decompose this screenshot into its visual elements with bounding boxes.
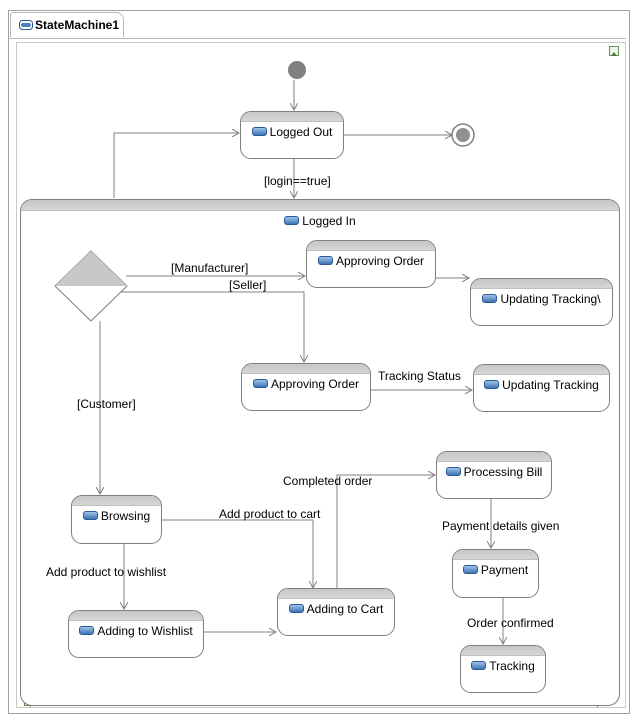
state-label: Updating Tracking <box>474 378 609 392</box>
state-label: Browsing <box>72 509 161 523</box>
composite-header <box>21 200 619 211</box>
state-icon <box>462 565 478 575</box>
tab-title: StateMachine1 <box>35 18 120 32</box>
state-label: Payment <box>453 563 538 577</box>
state-processing-bill[interactable]: Processing Bill <box>436 451 552 499</box>
state-adding-to-cart[interactable]: Adding to Cart <box>277 588 395 636</box>
composite-label: Logged In <box>21 214 619 228</box>
state-tracking[interactable]: Tracking <box>460 645 546 693</box>
state-icon <box>79 626 95 636</box>
state-icon <box>484 380 500 390</box>
diagram-canvas[interactable] <box>16 42 626 708</box>
scroll-up-button[interactable] <box>609 46 619 56</box>
transition-label-customer: [Customer] <box>77 397 136 411</box>
state-icon <box>252 379 268 389</box>
tab-divider <box>8 38 626 39</box>
state-label: Updating Tracking\ <box>471 292 612 306</box>
transition-label-seller: [Seller] <box>229 278 267 292</box>
state-icon <box>251 127 267 137</box>
chevron-up-icon <box>611 52 617 56</box>
transition-label-completed-order: Completed order <box>283 474 373 488</box>
state-approving-order-manufacturer[interactable]: Approving Order <box>306 240 436 288</box>
state-logged-out[interactable]: Logged Out <box>240 111 344 159</box>
transition-label-manufacturer: [Manufacturer] <box>171 261 249 275</box>
state-icon <box>317 256 333 266</box>
transition-label-order-confirmed: Order confirmed <box>467 616 554 630</box>
state-adding-to-wishlist[interactable]: Adding to Wishlist <box>68 610 204 658</box>
transition-label-add-to-cart: Add product to cart <box>219 507 321 521</box>
state-updating-tracking-seller[interactable]: Updating Tracking <box>473 364 610 412</box>
transition-label-login: [login==true] <box>264 174 331 188</box>
state-icon <box>82 511 98 521</box>
wire-loggedin-back <box>113 133 239 198</box>
state-approving-order-seller[interactable]: Approving Order <box>241 363 371 411</box>
wire-add-to-cart <box>162 519 313 588</box>
state-icon <box>288 604 304 614</box>
tab-statemachine[interactable]: StateMachine1 <box>10 12 124 37</box>
state-updating-tracking-manufacturer[interactable]: Updating Tracking\ <box>470 278 613 326</box>
state-label: Logged Out <box>241 125 343 139</box>
transition-label-add-to-wishlist: Add product to wishlist <box>46 565 167 579</box>
state-label: Approving Order <box>307 254 435 268</box>
transition-label-payment-details: Payment details given <box>442 519 560 533</box>
state-icon <box>471 661 487 671</box>
state-icon <box>284 216 300 226</box>
state-label: Tracking <box>461 659 545 673</box>
state-browsing[interactable]: Browsing <box>71 495 162 544</box>
wire-seller <box>121 291 304 362</box>
state-machine-icon <box>19 20 33 30</box>
transition-label-tracking-status: Tracking Status <box>378 369 461 383</box>
state-icon <box>445 467 461 477</box>
initial-node <box>288 61 306 79</box>
wire-completed-order <box>336 475 435 588</box>
decision-node <box>54 250 128 322</box>
state-label: Adding to Cart <box>278 602 394 616</box>
state-label: Adding to Wishlist <box>69 624 203 638</box>
state-payment[interactable]: Payment <box>452 549 539 598</box>
state-label: Approving Order <box>242 377 370 391</box>
state-label: Processing Bill <box>437 465 551 479</box>
state-icon <box>482 294 498 304</box>
